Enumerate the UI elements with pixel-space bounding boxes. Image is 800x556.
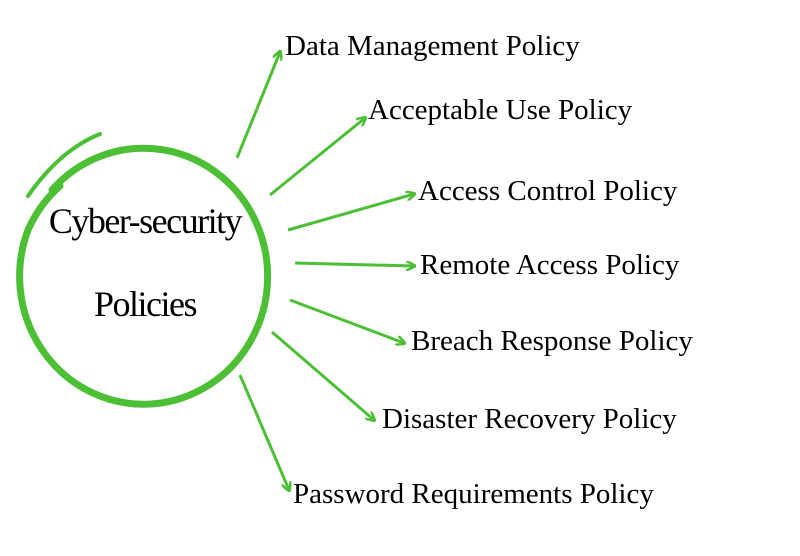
circle-tail (26, 132, 102, 198)
arrow-7 (238, 374, 289, 490)
arrow-6 (271, 330, 374, 420)
arrow-1 (235, 52, 280, 159)
policy-data-management: Data Management Policy (285, 30, 580, 62)
policy-disaster-recovery: Disaster Recovery Policy (382, 403, 677, 435)
arrow-2 (269, 118, 365, 197)
arrow-4 (294, 263, 414, 266)
policy-acceptable-use: Acceptable Use Policy (368, 94, 633, 126)
policy-breach-response: Breach Response Policy (411, 325, 693, 357)
policy-access-control: Access Control Policy (418, 175, 678, 207)
center-title-line1: Cyber-security (48, 201, 243, 241)
center-title-line2: Policies (94, 284, 198, 324)
policy-remote-access: Remote Access Policy (420, 249, 680, 281)
policy-password-requirements: Password Requirements Policy (293, 478, 654, 510)
arrow-5 (289, 298, 404, 343)
center-circle (16, 144, 272, 408)
arrow-3 (287, 194, 414, 232)
